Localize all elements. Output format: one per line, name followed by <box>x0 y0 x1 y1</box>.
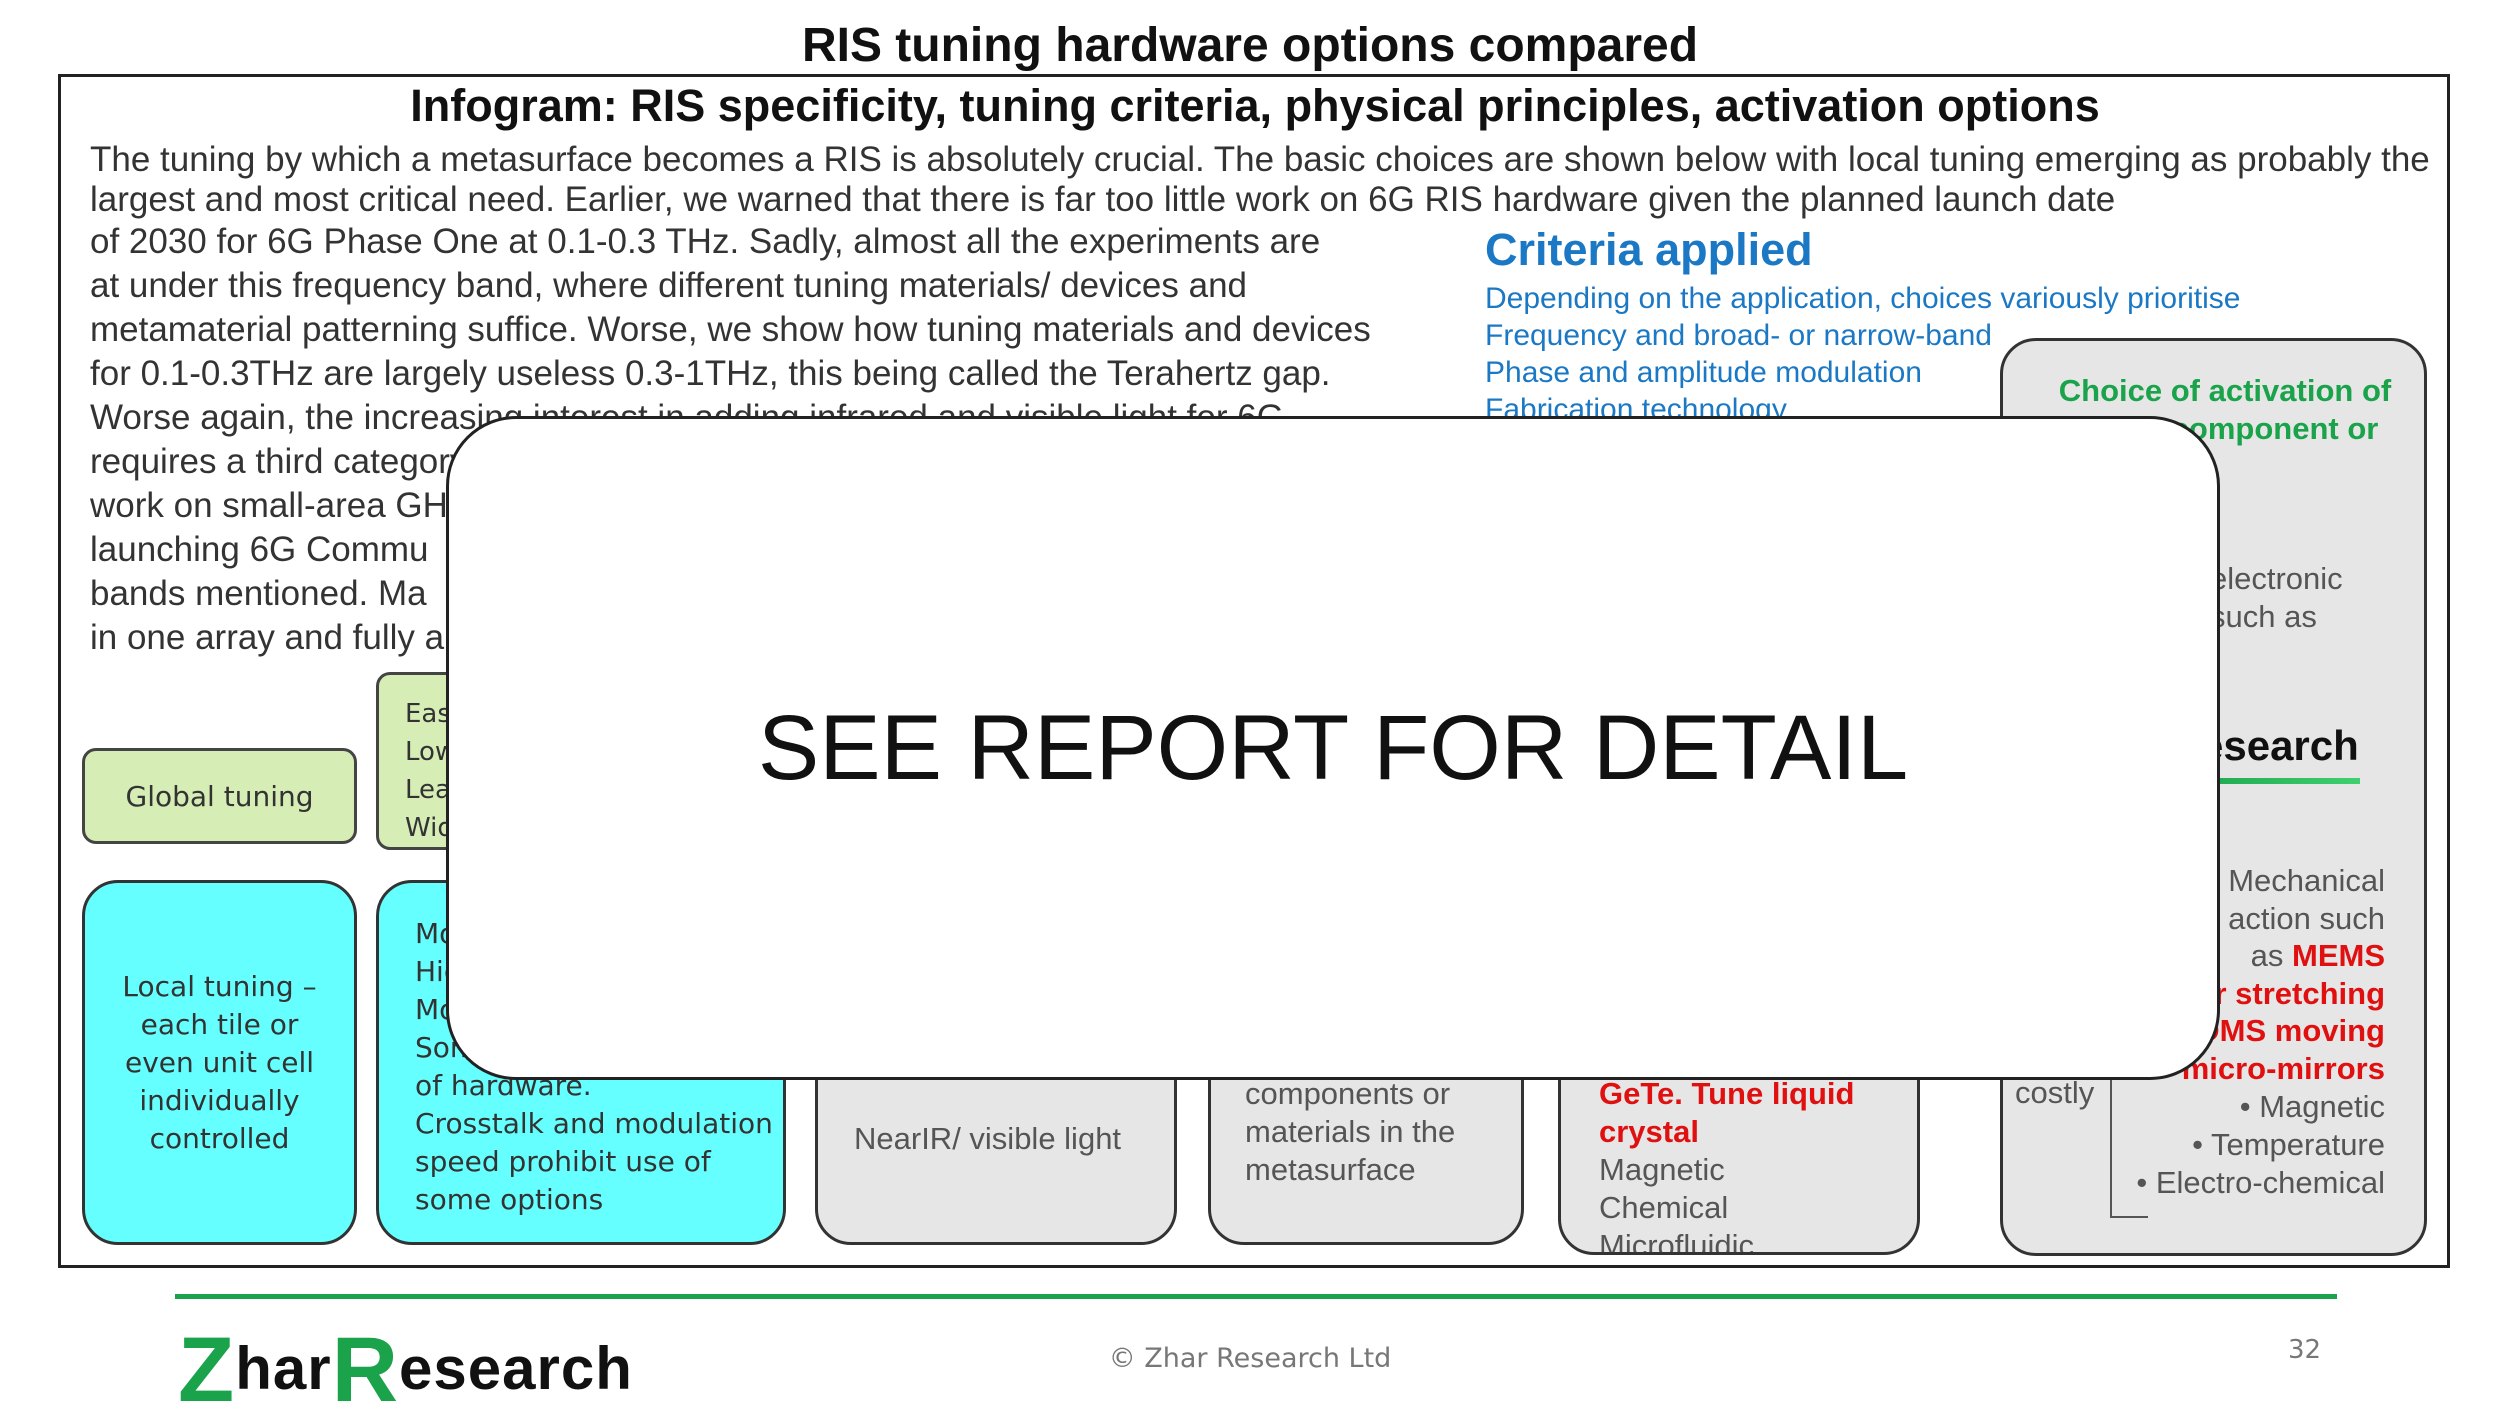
bullet-item: • Temperature <box>2192 1127 2385 1162</box>
activation-bullets: • Magnetic • Temperature • Electro-chemi… <box>2100 1088 2385 1202</box>
content-frame <box>58 74 2450 1268</box>
zhar-research-fragment: esearch <box>2200 722 2359 769</box>
local-tuning-box: Local tuning – each tile or even unit ce… <box>82 880 357 1245</box>
box-line: speed prohibit use of <box>415 1145 711 1178</box>
box-line: Lea <box>405 775 451 805</box>
page-number: 32 <box>2288 1335 2322 1365</box>
box-line: Crosstalk and modulation <box>415 1107 773 1140</box>
see-report-text: SEE REPORT FOR DETAIL <box>757 696 1909 799</box>
infogram-subtitle: Infogram: RIS specificity, tuning criter… <box>410 80 2100 131</box>
activation-title: Choice of activation of component or <box>2058 373 2392 446</box>
box-line: materials in the <box>1245 1114 1456 1149</box>
box-line: Eas <box>405 699 451 729</box>
copyright-text: © Zhar Research Ltd <box>1108 1343 1392 1374</box>
intro-paragraph-left: of 2030 for 6G Phase One at 0.1-0.3 THz.… <box>90 220 1450 660</box>
bracket-line <box>2110 1060 2148 1218</box>
slide-title: RIS tuning hardware options compared <box>801 19 1699 72</box>
mechanical-action-text: Mechanical action such as MEMS r stretch… <box>2181 863 2385 1086</box>
criteria-item: Phase and amplitude modulation <box>1485 356 1922 389</box>
box-line: GeTe. Tune liquid <box>1599 1076 1855 1111</box>
criteria-title: Criteria applied <box>1485 224 1813 275</box>
zhar-research-underline <box>2180 778 2360 784</box>
footer-divider <box>175 1294 2337 1299</box>
intro-line: in one array and fully a <box>90 618 445 657</box>
intro-line: for 0.1-0.3THz are largely useless 0.3-1… <box>90 354 1331 393</box>
intro-line: at under this frequency band, where diff… <box>90 266 1247 305</box>
box-line: crystal <box>1599 1114 1699 1149</box>
intro-line: work on small-area GH <box>90 486 448 525</box>
intro-paragraph-top: The tuning by which a metasurface become… <box>90 140 2430 219</box>
box-line: Microfluidic <box>1599 1228 1755 1255</box>
see-report-overlay: SEE REPORT FOR DETAIL <box>446 416 2220 1080</box>
box-line: Chemical <box>1599 1190 1729 1225</box>
intro-line: requires a third category <box>90 442 468 481</box>
intro-line: metamaterial patterning suffice. Worse, … <box>90 310 1371 349</box>
criteria-item: Frequency and broad- or narrow-band <box>1485 319 1992 352</box>
zhar-research-logo: ZharResearch <box>178 1319 633 1421</box>
criteria-item: Depending on the application, choices va… <box>1485 282 2241 315</box>
intro-line: bands mentioned. Ma <box>90 574 427 613</box>
bullet-item: • Electro-chemical <box>2136 1165 2385 1200</box>
costly-label: costly <box>2015 1075 2095 1110</box>
activation-electronic-fragment: electronic such as <box>2210 561 2343 634</box>
intro-line: launching 6G Commu <box>90 530 429 569</box>
box-line: metasurface <box>1245 1152 1416 1187</box>
box-line: Magnetic <box>1599 1152 1725 1187</box>
bullet-item: • Magnetic <box>2239 1089 2385 1124</box>
global-tuning-box: Global tuning <box>82 748 357 844</box>
intro-line: of 2030 for 6G Phase One at 0.1-0.3 THz.… <box>90 222 1321 261</box>
box-line: some options <box>415 1183 604 1216</box>
box-line: components or <box>1245 1076 1451 1111</box>
box-line: Wid <box>405 813 454 843</box>
